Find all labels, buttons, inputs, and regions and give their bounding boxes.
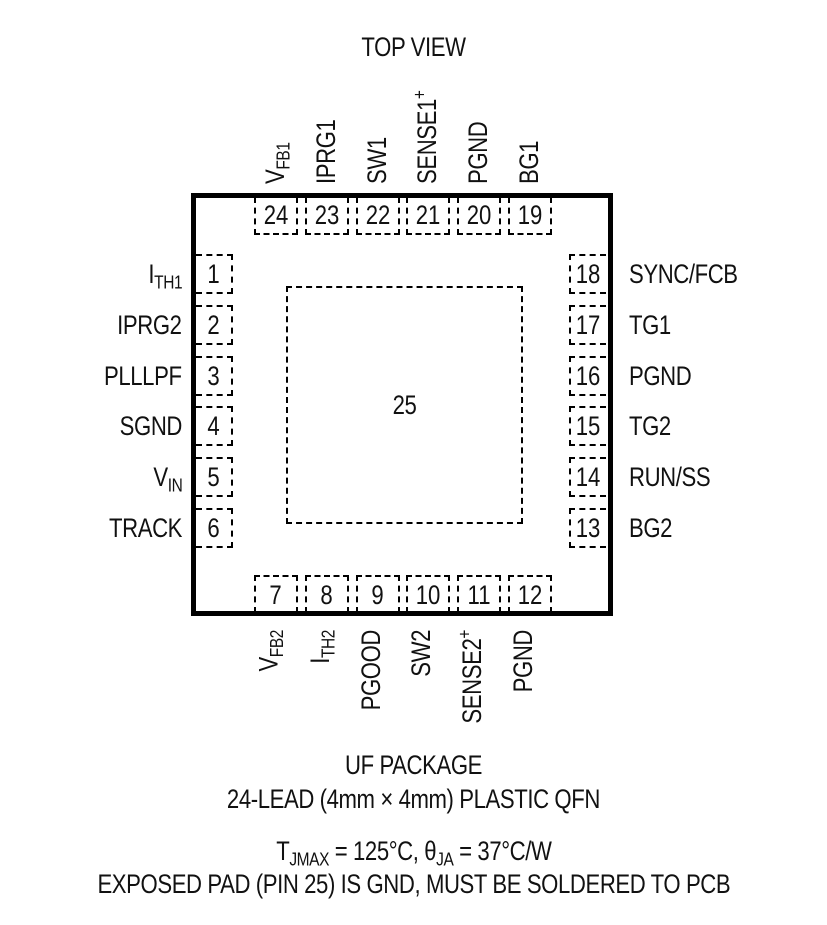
pin-23: 23: [305, 197, 349, 235]
pin-6: 6: [196, 508, 233, 548]
pin-9: 9: [356, 575, 400, 613]
package-description: 24-LEAD (4mm × 4mm) PLASTIC QFN: [227, 784, 600, 814]
pin-17-label: TG1: [629, 310, 671, 340]
pin-5: 5: [196, 457, 233, 497]
pin-13-label: BG2: [629, 513, 673, 543]
pin-14: 14: [569, 457, 606, 497]
pin-24: 24: [254, 197, 298, 235]
pin-15-label: TG2: [629, 411, 671, 441]
pin-8: 8: [305, 575, 349, 613]
pin-22: 22: [356, 197, 400, 235]
pin-2: 2: [196, 305, 233, 345]
pin-15: 15: [569, 406, 606, 446]
pin-1-label: ITH1: [148, 259, 182, 294]
pin-7: 7: [254, 575, 298, 613]
pin-4: 4: [196, 406, 233, 446]
pin-20: 20: [457, 197, 501, 235]
package-name: UF PACKAGE: [345, 750, 482, 780]
pin-10: 10: [406, 575, 450, 613]
pin-5-label: VIN: [152, 462, 182, 497]
pin-16: 16: [569, 356, 606, 396]
pin-18-label: SYNC/FCB: [629, 259, 738, 289]
pin-18: 18: [569, 254, 606, 294]
exposed-pad-note: EXPOSED PAD (PIN 25) IS GND, MUST BE SOL…: [97, 869, 730, 899]
pin-1: 1: [196, 254, 233, 294]
pin-13: 13: [569, 508, 606, 548]
exposed-pad: [286, 286, 523, 524]
pin-6-label: TRACK: [109, 513, 182, 543]
pin-12: 12: [508, 575, 552, 613]
package-outline: [191, 193, 613, 616]
pin-2-label: IPRG2: [117, 310, 183, 340]
thermal-specs: TJMAX = 125°C, θJA = 37°C/W: [275, 836, 552, 871]
pin-14-label: RUN/SS: [629, 462, 711, 492]
pin-19: 19: [508, 197, 552, 235]
top-view-title: TOP VIEW: [361, 32, 466, 62]
exposed-pad-number: 25: [392, 390, 417, 420]
pin-11: 11: [457, 575, 501, 613]
pin-3-label: PLLLPF: [104, 361, 182, 391]
pin-4-label: SGND: [119, 411, 183, 441]
pin-21: 21: [406, 197, 450, 235]
pin-16-label: PGND: [629, 361, 692, 391]
pin-17: 17: [569, 305, 606, 345]
pin-3: 3: [196, 356, 233, 396]
